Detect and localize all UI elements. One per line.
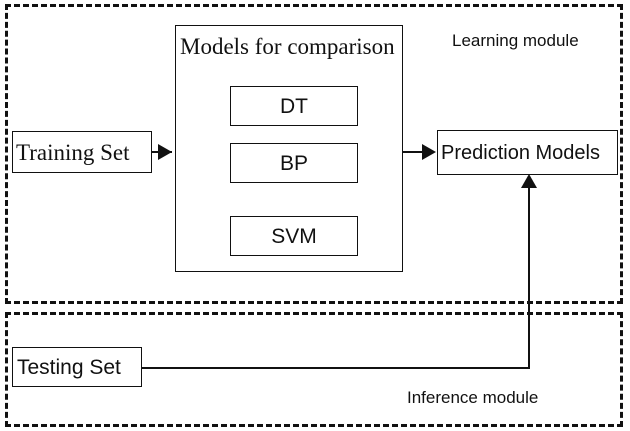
- models-for-comparison-title: Models for comparison: [180, 34, 395, 59]
- testing-set-label: Testing Set: [17, 355, 121, 379]
- models-for-comparison-container[interactable]: Models for comparison DT BP SVM: [175, 25, 403, 272]
- learning-module-container: [5, 4, 623, 304]
- training-set-label: Training Set: [16, 139, 130, 165]
- arrow-right-icon-models-to-prediction: [422, 144, 436, 160]
- testing-set-node[interactable]: Testing Set: [12, 347, 142, 387]
- model-label-svm: SVM: [271, 224, 317, 248]
- prediction-models-label: Prediction Models: [441, 141, 600, 164]
- model-label-dt: DT: [280, 94, 308, 118]
- training-set-node[interactable]: Training Set: [12, 131, 152, 173]
- model-label-bp: BP: [279, 151, 308, 175]
- arrow-right-icon-training-to-models: [158, 144, 172, 160]
- learning-module-label: Learning module: [452, 31, 579, 50]
- edge-testing-to-prediction-vertical: [528, 176, 530, 368]
- prediction-models-node[interactable]: Prediction Models: [437, 130, 618, 175]
- inference-module-container: [5, 312, 623, 427]
- edge-models-to-prediction-line: [403, 151, 434, 153]
- model-box-svm[interactable]: SVM: [230, 216, 358, 256]
- arrow-up-icon-testing-to-prediction: [521, 174, 537, 188]
- model-box-bp[interactable]: BP: [230, 143, 358, 183]
- edge-testing-to-prediction-horizontal: [142, 367, 530, 369]
- model-box-dt[interactable]: DT: [230, 86, 358, 126]
- inference-module-label: Inference module: [407, 388, 539, 407]
